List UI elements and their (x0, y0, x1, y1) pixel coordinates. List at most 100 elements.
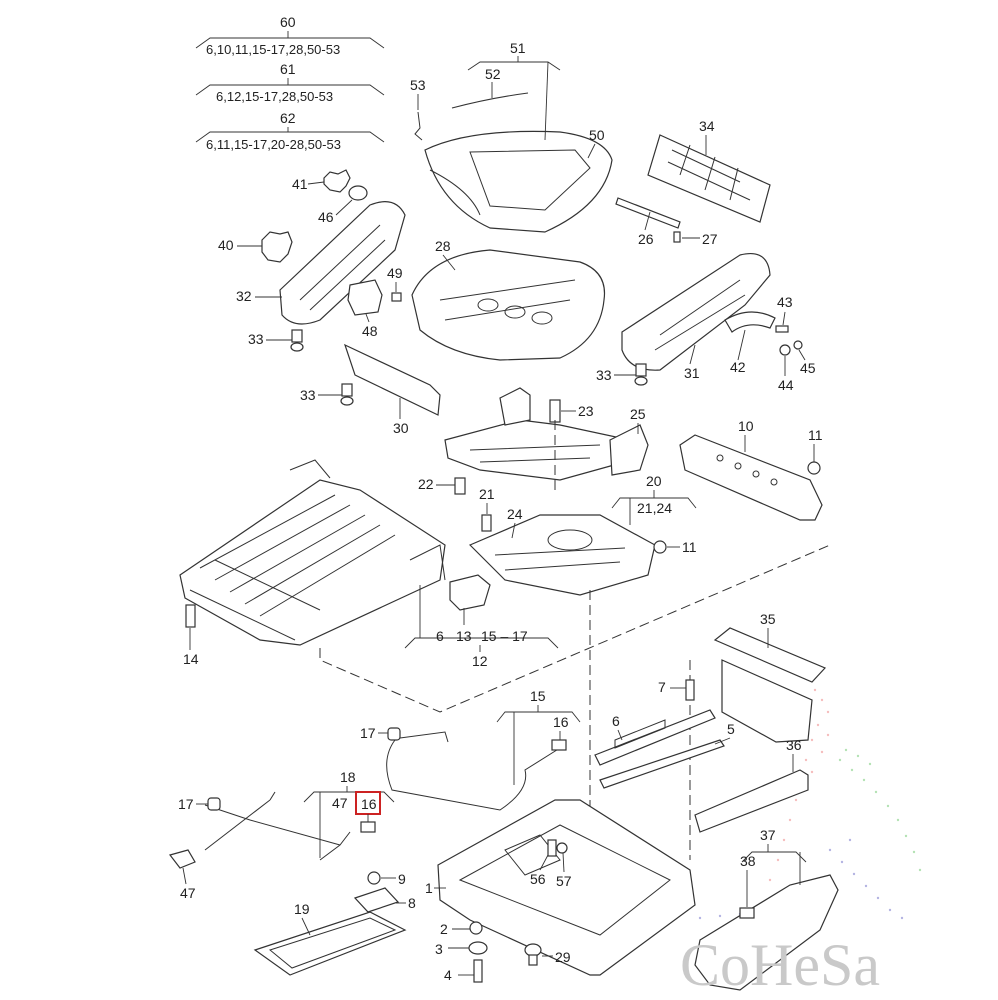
label-42: 42 (730, 359, 746, 375)
part-nut-57 (556, 842, 568, 854)
part-bolt-33b (340, 383, 354, 406)
part-rail-5 (599, 739, 725, 789)
part-seat-pan-bracket (444, 387, 649, 481)
part-bolt-14 (185, 604, 196, 628)
svg-text:51: 51 (510, 40, 526, 56)
label-47b: 47 (180, 885, 196, 901)
part-seat-frame (179, 459, 446, 646)
part-side-trim-31 (621, 253, 771, 371)
label-45: 45 (800, 360, 816, 376)
label-8: 8 (408, 895, 416, 911)
label-20: 20 (646, 473, 662, 489)
part-clip-47 (168, 849, 196, 869)
svg-text:61: 61 (280, 61, 296, 77)
part-knob-41 (323, 169, 351, 193)
label-7: 7 (658, 679, 666, 695)
label-37: 37 (760, 827, 776, 843)
callout-group-61: 61 6,12,15-17,28,50-53 (195, 61, 385, 104)
label-25: 25 (630, 406, 646, 422)
label-49: 49 (387, 265, 403, 281)
part-harness-18 (204, 791, 351, 861)
label-40: 40 (218, 237, 234, 253)
part-seat-adjuster (468, 514, 656, 596)
label-33a: 33 (248, 331, 264, 347)
label-29: 29 (555, 949, 571, 965)
part-ring-46 (348, 185, 368, 201)
label-16b: 16 (361, 796, 377, 812)
part-connector-16a (551, 739, 567, 751)
part-panel-34 (647, 134, 771, 223)
label-11a: 11 (808, 427, 823, 443)
label-24: 24 (507, 506, 523, 522)
part-motor-48 (347, 279, 383, 316)
svg-text:6,10,11,15-17,28,50-53: 6,10,11,15-17,28,50-53 (206, 42, 340, 57)
watermark-logo: CoHeSa (680, 932, 880, 998)
part-nut-2 (469, 921, 483, 935)
callout-group-60: 60 6,10,11,15-17,28,50-53 (195, 14, 385, 57)
part-screw-21 (481, 514, 492, 532)
label-23: 23 (578, 403, 594, 419)
label-21: 21 (479, 486, 495, 502)
label-36: 36 (786, 737, 802, 753)
part-cover-10 (679, 434, 823, 521)
part-side-cover-37 (694, 874, 839, 991)
highlight-box-16[interactable]: 16 (355, 791, 381, 815)
part-side-trim-32 (279, 201, 406, 325)
part-screw-23 (549, 399, 561, 423)
label-2: 2 (440, 921, 448, 937)
label-16a: 16 (553, 714, 569, 730)
label-41: 41 (292, 176, 308, 192)
label-1: 1 (425, 880, 433, 896)
label-14: 14 (183, 651, 199, 667)
label-31: 31 (684, 365, 700, 381)
part-clip-38 (739, 907, 755, 919)
svg-text:13: 13 (456, 628, 472, 644)
svg-text:6: 6 (436, 628, 444, 644)
part-plug-17b (207, 797, 221, 811)
label-33b: 33 (300, 387, 316, 403)
part-screw-27 (673, 231, 681, 243)
label-22: 22 (418, 476, 434, 492)
label-9: 9 (398, 871, 406, 887)
label-30: 30 (393, 420, 409, 436)
label-18: 18 (340, 769, 356, 785)
label-46: 46 (318, 209, 334, 225)
part-nut-11b (653, 540, 667, 554)
svg-text:53: 53 (410, 77, 426, 93)
svg-text:12: 12 (472, 653, 488, 669)
svg-text:50: 50 (589, 127, 605, 143)
part-screw-56 (547, 839, 557, 857)
svg-text:6,12,15-17,28,50-53: 6,12,15-17,28,50-53 (216, 89, 333, 104)
part-strip-26 (615, 197, 681, 229)
part-bolt-33a (290, 329, 304, 352)
part-plug-17a (387, 727, 401, 741)
label-57: 57 (556, 873, 572, 889)
part-bolt-49 (391, 292, 402, 302)
part-seat-base-1 (437, 799, 696, 976)
label-44: 44 (778, 377, 794, 393)
part-bolt-4 (473, 959, 483, 983)
part-bracket-8 (353, 887, 400, 913)
label-5: 5 (727, 721, 735, 737)
label-47a: 47 (332, 795, 348, 811)
label-43: 43 (777, 294, 793, 310)
part-rail-6 (594, 709, 716, 766)
part-bolt-33c (634, 363, 648, 386)
part-seat-foam-28 (411, 249, 606, 361)
part-knob-40 (261, 231, 293, 263)
part-motor-13 (449, 574, 491, 611)
part-connector-16b (360, 821, 376, 833)
part-washer-3 (468, 941, 488, 955)
part-strip-36 (694, 769, 809, 833)
label-35: 35 (760, 611, 776, 627)
part-panel-30 (343, 343, 441, 416)
label-10: 10 (738, 418, 754, 434)
svg-text:62: 62 (280, 110, 296, 126)
part-clip-29 (524, 943, 542, 966)
callout-12: 6 13 15 – 17 12 (404, 585, 559, 669)
part-cap-45 (793, 340, 803, 350)
label-32: 32 (236, 288, 252, 304)
part-harness-15 (386, 731, 561, 811)
part-screw-43 (775, 325, 789, 333)
